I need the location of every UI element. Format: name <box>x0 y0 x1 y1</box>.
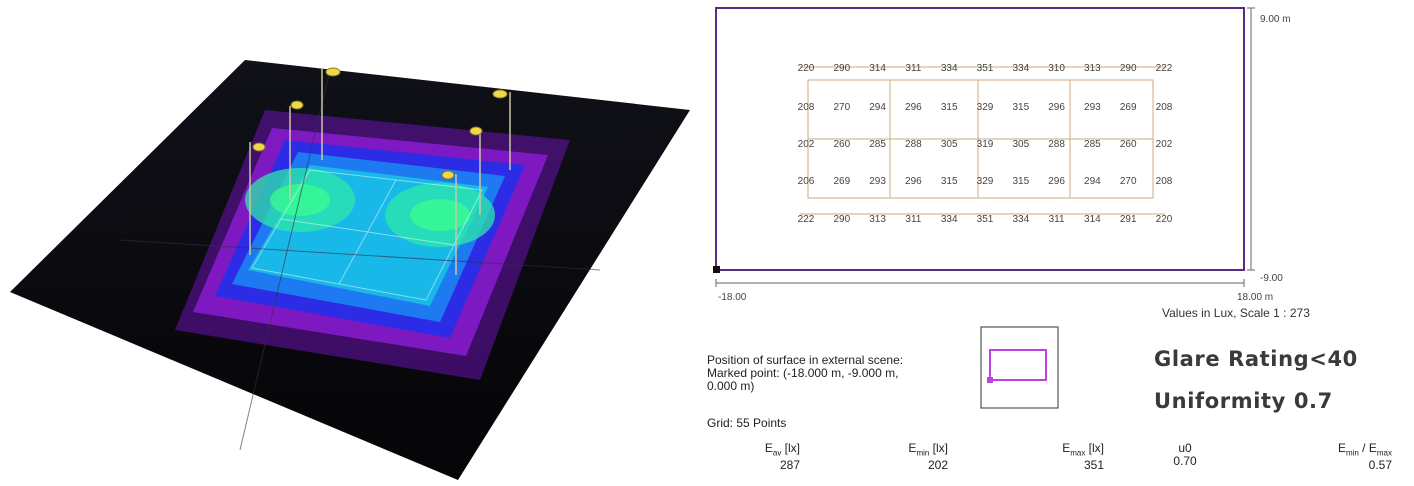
uniformity-rating: Uniformity 0.7 <box>1154 389 1333 413</box>
lux-value: 269 <box>833 176 850 187</box>
lux-value: 315 <box>1012 176 1029 187</box>
lux-value: 296 <box>1048 176 1065 187</box>
lux-value: 260 <box>833 139 850 150</box>
stat-u0-value: 0.70 <box>1173 454 1197 468</box>
lux-value: 294 <box>869 102 886 113</box>
lux-value: 315 <box>1012 102 1029 113</box>
stat-emax: Emax [lx] 351 <box>1034 442 1104 472</box>
lux-value: 351 <box>977 63 994 74</box>
lux-value: 269 <box>1120 102 1137 113</box>
lux-value: 329 <box>977 176 994 187</box>
lux-value: 222 <box>798 214 815 225</box>
plan-frame <box>715 7 1245 271</box>
scale-note: Values in Lux, Scale 1 : 273 <box>1162 306 1310 320</box>
lux-value: 310 <box>1048 63 1065 74</box>
lux-value: 315 <box>941 176 958 187</box>
lux-value: 202 <box>1156 139 1173 150</box>
lux-value: 291 <box>1120 214 1137 225</box>
stat-emin: Emin [lx] 202 <box>880 442 948 472</box>
lux-value: 314 <box>1084 214 1101 225</box>
iso-lux-plan: 220 290 314 311 334 351 334 310 313 290 222 208 270 2… <box>713 7 1291 303</box>
right-dimension: 18.00 m <box>1237 292 1273 303</box>
lux-value: 220 <box>1156 214 1173 225</box>
stat-emin-emax-ratio: Emin / Emax 0.57 <box>1300 442 1392 472</box>
lux-value: 290 <box>1120 63 1137 74</box>
lux-value: 270 <box>1120 176 1137 187</box>
lux-value: 334 <box>1012 63 1029 74</box>
lux-value: 305 <box>941 139 958 150</box>
surface-locator-inset <box>980 326 1059 409</box>
surface-line-1: Position of surface in external scene: <box>707 353 904 367</box>
lux-value: 315 <box>941 102 958 113</box>
stat-eav-value: 287 <box>779 458 800 473</box>
glare-rating: Glare Rating<40 <box>1154 347 1358 371</box>
stat-ratio-value: 0.57 <box>1368 458 1392 473</box>
stat-u0: u0 0.70 <box>1170 442 1200 468</box>
lux-value: 288 <box>1048 139 1065 150</box>
lux-value: 285 <box>869 139 886 150</box>
surface-position-note: Position of surface in external scene: M… <box>707 354 972 393</box>
lux-value: 296 <box>905 176 922 187</box>
lux-value: 202 <box>798 139 815 150</box>
lux-value: 329 <box>977 102 994 113</box>
lux-value: 293 <box>1084 102 1101 113</box>
lux-value: 313 <box>1084 63 1101 74</box>
lux-value: 290 <box>833 63 850 74</box>
lux-value: 293 <box>869 176 886 187</box>
lux-value: 314 <box>869 63 886 74</box>
lux-value: 313 <box>869 214 886 225</box>
lux-value: 294 <box>1084 176 1101 187</box>
inset-marked-point <box>987 377 993 383</box>
lux-value: 206 <box>798 176 815 187</box>
lux-value: 285 <box>1084 139 1101 150</box>
grid-points: Grid: 55 Points <box>707 416 787 430</box>
bottom-dimension: -9.00 <box>1260 273 1283 284</box>
lux-value: 222 <box>1156 63 1173 74</box>
stat-eav: Eav [lx] 287 <box>740 442 800 472</box>
lux-value: 208 <box>1156 176 1173 187</box>
lux-value: 319 <box>977 139 994 150</box>
lux-value: 305 <box>1012 139 1029 150</box>
lux-value: 208 <box>1156 102 1173 113</box>
lux-value: 334 <box>941 214 958 225</box>
stat-emax-value: 351 <box>1083 458 1104 473</box>
lux-value: 334 <box>941 63 958 74</box>
lux-value: 260 <box>1120 139 1137 150</box>
lux-value: 311 <box>905 63 921 74</box>
top-dimension: 9.00 m <box>1260 14 1291 25</box>
lux-value: 288 <box>905 139 922 150</box>
lux-value: 296 <box>905 102 922 113</box>
lux-value: 351 <box>977 214 994 225</box>
lux-value: 334 <box>1012 214 1029 225</box>
lux-value: 296 <box>1048 102 1065 113</box>
lux-value: 220 <box>798 63 815 74</box>
lux-value: 208 <box>798 102 815 113</box>
marked-point <box>713 266 720 273</box>
lux-value: 311 <box>1049 214 1065 225</box>
lux-value: 270 <box>833 102 850 113</box>
left-dimension: -18.00 <box>718 292 747 303</box>
illuminance-3d-render <box>10 60 690 480</box>
surface-line-3: 0.000 m) <box>707 379 755 393</box>
lux-value: 311 <box>905 214 921 225</box>
lux-value: 290 <box>833 214 850 225</box>
stat-emin-value: 202 <box>927 458 948 473</box>
surface-line-2: Marked point: (-18.000 m, -9.000 m, <box>707 366 899 380</box>
